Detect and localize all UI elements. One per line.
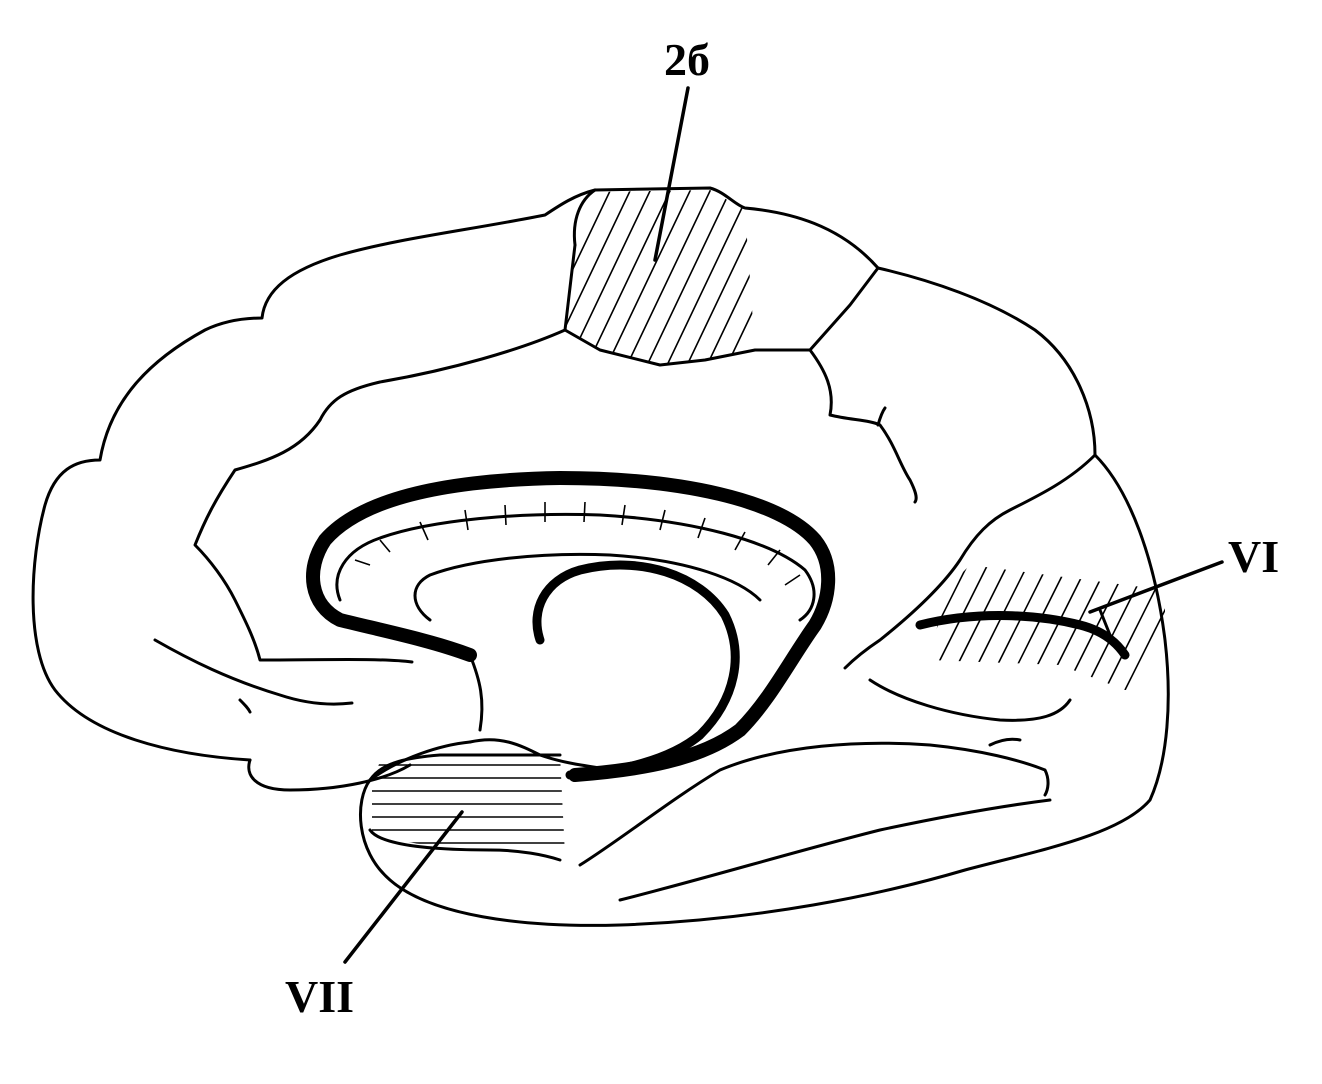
leader-line-vii xyxy=(343,810,464,964)
frontal-basal-branch xyxy=(238,698,252,714)
calcarine-sulcus xyxy=(915,611,1130,660)
label-vii: VII xyxy=(285,971,354,1022)
callosum-inner-edge xyxy=(335,512,816,622)
fornix xyxy=(413,552,762,622)
callosum-ticks xyxy=(354,501,801,586)
frontal-base xyxy=(247,758,412,792)
paracentral-left-border xyxy=(572,188,597,247)
parieto-occipital-sulcus xyxy=(843,453,1097,670)
label-2b: 2б xyxy=(664,34,710,85)
collateral-branch xyxy=(988,737,1022,747)
hemisphere-outline xyxy=(31,186,1170,927)
calcarine-branch xyxy=(1098,608,1112,637)
paracentral-lobule-outline xyxy=(563,243,880,367)
leader-line-vi xyxy=(1088,560,1224,614)
corpus-callosum xyxy=(306,471,836,782)
cingulate-sulcus xyxy=(193,418,414,664)
precuneus-notch xyxy=(876,406,887,427)
leader-line-2b xyxy=(653,86,690,262)
parahippocampal-lower xyxy=(368,828,562,862)
collateral-sulcus xyxy=(578,741,1050,867)
inferior-temporal-edge xyxy=(868,678,1072,722)
uncus-outline xyxy=(368,753,562,782)
parieto-occipital-upper xyxy=(808,348,918,504)
fornix-arc xyxy=(532,560,740,780)
frontal-basal-sulcus xyxy=(153,638,354,706)
fornix-column xyxy=(468,653,484,732)
hatch-area-vii xyxy=(372,764,565,844)
occipitotemporal-sulcus xyxy=(618,798,1052,902)
paracentral-sulcus xyxy=(318,328,567,422)
label-vi: VI xyxy=(1228,531,1279,582)
